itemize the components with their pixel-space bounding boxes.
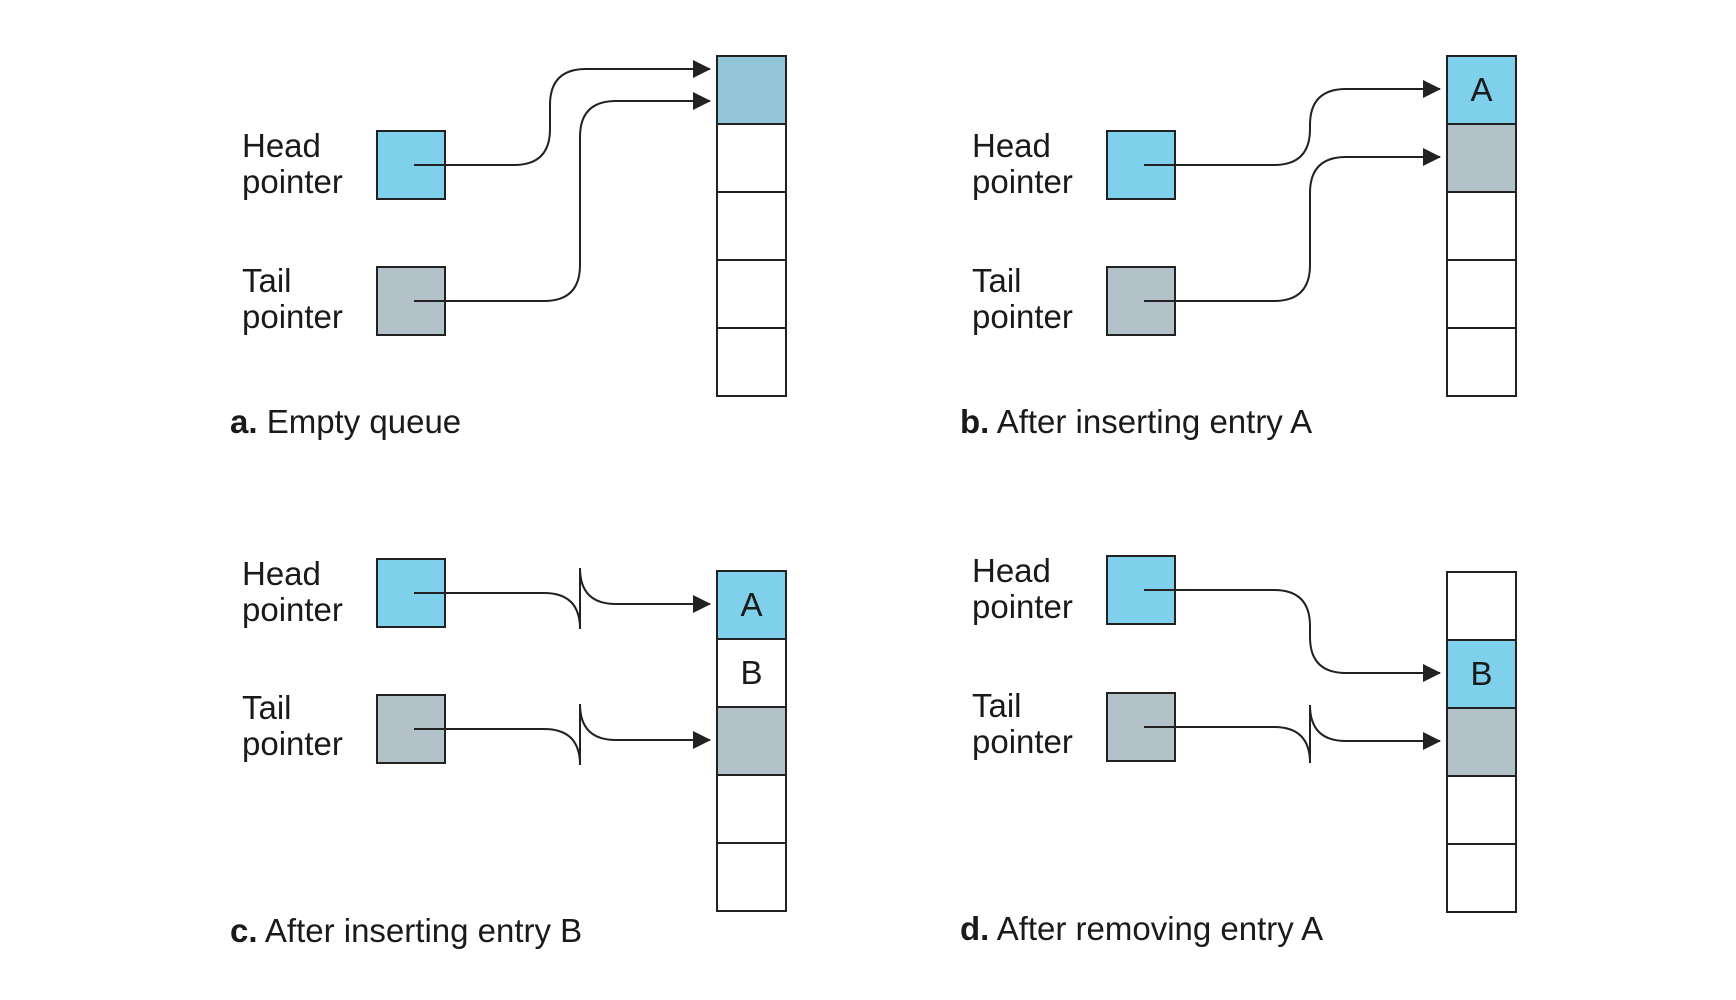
tail-pointer-arrow: [1144, 704, 1441, 764]
panel-caption: c. After inserting entry B: [230, 912, 582, 950]
queue-cell: [716, 191, 787, 261]
queue-cell: [1446, 571, 1517, 641]
head-label-line: pointer: [972, 163, 1073, 200]
caption-letter: d.: [960, 910, 990, 947]
head-label-line: pointer: [242, 163, 343, 200]
tail-label-line: Tail: [242, 262, 292, 299]
queue-storage: A: [1446, 55, 1517, 397]
tail-pointer-arrow: [414, 703, 711, 766]
tail-pointer-box: [1106, 692, 1176, 762]
pointer-arrows: [414, 60, 711, 302]
queue-cell: A: [1446, 55, 1517, 125]
panel-caption: a. Empty queue: [230, 403, 461, 441]
caption-text: Empty queue: [266, 403, 462, 440]
head-label-line: Head: [972, 552, 1051, 589]
head-pointer-arrow: [414, 567, 711, 630]
pointer-arrows: [414, 567, 711, 766]
caption-text: After inserting entry B: [264, 912, 583, 949]
tail-pointer-arrow: [1144, 148, 1441, 302]
tail-label-line: pointer: [972, 298, 1073, 335]
queue-cell: [716, 259, 787, 329]
queue-cell: B: [716, 638, 787, 708]
caption-letter: a.: [230, 403, 258, 440]
panel-caption: b. After inserting entry A: [960, 403, 1312, 441]
tail-label-line: Tail: [242, 689, 292, 726]
head-label-line: Head: [242, 555, 321, 592]
queue-storage: B: [1446, 571, 1517, 913]
queue-cell: [1446, 327, 1517, 397]
tail-label-line: Tail: [972, 687, 1022, 724]
tail-label-line: Tail: [972, 262, 1022, 299]
queue-cell: B: [1446, 639, 1517, 709]
panel-caption: d. After removing entry A: [960, 910, 1323, 948]
caption-letter: b.: [960, 403, 990, 440]
pointer-arrows: [1144, 589, 1441, 764]
queue-cell: [716, 327, 787, 397]
pointer-arrows: [1144, 80, 1441, 302]
head-pointer-arrow: [1144, 80, 1441, 166]
head-label-line: pointer: [972, 588, 1073, 625]
queue-cell: [1446, 843, 1517, 913]
tail-pointer-arrow: [414, 92, 711, 302]
head-label-line: Head: [972, 127, 1051, 164]
queue-cell: [1446, 123, 1517, 193]
caption-letter: c.: [230, 912, 258, 949]
head-pointer-arrow: [1144, 589, 1441, 682]
queue-cell: [1446, 259, 1517, 329]
head-label-line: Head: [242, 127, 321, 164]
queue-cell: [716, 842, 787, 912]
caption-text: After removing entry A: [996, 910, 1324, 947]
head-pointer-arrow: [414, 60, 711, 166]
head-label-line: pointer: [242, 591, 343, 628]
queue-cell: [716, 706, 787, 776]
queue-cell: [1446, 191, 1517, 261]
queue-storage: [716, 55, 787, 397]
tail-label-line: pointer: [242, 298, 343, 335]
tail-label-line: pointer: [972, 723, 1073, 760]
tail-label-line: pointer: [242, 725, 343, 762]
caption-text: After inserting entry A: [996, 403, 1313, 440]
